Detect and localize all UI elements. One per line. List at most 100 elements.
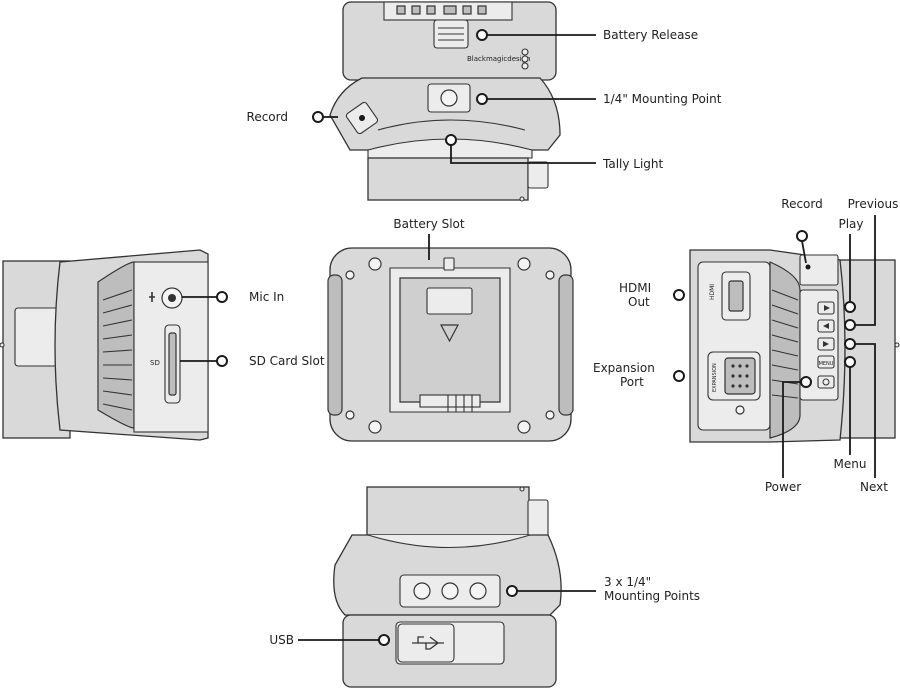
center-view: [327, 247, 574, 442]
callout-power: Power: [765, 376, 812, 494]
label-hdmi-out-line2: Out: [628, 295, 650, 309]
sd-text: SD: [150, 359, 160, 367]
right-view: HDMI EXPANSION: [689, 249, 900, 443]
brand-logo-text: Blackmagicdesign: [467, 55, 531, 63]
next-button: [817, 337, 835, 351]
top-view-screw: [519, 196, 525, 202]
callout-record-right: Record: [781, 197, 823, 264]
mounting-point-hole-1: [413, 582, 431, 600]
sd-card-opening: [168, 332, 177, 396]
center-view-screw-tl: [368, 257, 382, 271]
battery-contact-pins: [447, 395, 473, 412]
right-view-grip-ribs: [771, 289, 799, 399]
callout-sd-card-slot: SD Card Slot: [180, 354, 325, 368]
right-view-grip: [769, 261, 801, 439]
label-record-top: Record: [247, 110, 288, 124]
label-mounting-points-line1: 3 x 1/4": [604, 575, 651, 589]
callout-previous: Previous: [844, 197, 899, 331]
center-view-right-grip: [558, 274, 574, 416]
label-mounting-point: 1/4" Mounting Point: [603, 92, 722, 106]
mic-icon: [149, 292, 155, 302]
center-view-left-grip: [327, 274, 343, 416]
label-mounting-points-line2: Mounting Points: [604, 589, 700, 603]
callout-mounting-point: 1/4" Mounting Point: [476, 92, 722, 106]
callout-tally-light: Tally Light: [445, 134, 664, 171]
callout-expansion-port: Expansion Port: [593, 361, 685, 389]
tally-light-bar: [377, 119, 526, 131]
callout-battery-slot: Battery Slot: [393, 217, 465, 260]
callout-mic-in: Mic In: [182, 290, 284, 304]
bottom-view-lens-mount: [366, 486, 530, 536]
label-usb: USB: [269, 633, 294, 647]
usb-icon: [412, 636, 444, 650]
center-view-screw-tr: [517, 257, 531, 271]
center-view-corner-br: [545, 410, 555, 420]
brand-dots: [521, 48, 529, 70]
expansion-port-pins: [731, 364, 749, 388]
power-button: [817, 375, 835, 389]
top-view-lens-mount: [367, 157, 529, 201]
label-power: Power: [765, 480, 801, 494]
battery-release-button: [433, 19, 469, 49]
center-view-corner-tr: [545, 270, 555, 280]
bottom-view-screw: [519, 486, 525, 492]
left-view-edge-screw: [0, 342, 5, 348]
center-view-corner-bl: [345, 410, 355, 420]
label-expansion-port-line2: Port: [620, 375, 644, 389]
previous-button: [817, 319, 835, 333]
callout-menu: Menu: [834, 356, 867, 471]
top-view-grip: [329, 77, 561, 151]
mic-in-jack-center: [168, 294, 176, 302]
label-battery-release: Battery Release: [603, 28, 698, 42]
battery-slot-indicator: [443, 257, 455, 271]
callout-usb: USB: [269, 633, 390, 647]
top-view-vents: [396, 5, 487, 15]
left-view-grip: [97, 261, 135, 429]
label-next: Next: [860, 480, 888, 494]
battery-insert-arrow-icon: [440, 324, 459, 343]
left-view: SD: [0, 249, 209, 441]
left-view-grip-ribs: [102, 289, 133, 411]
record-button-right: [805, 264, 811, 270]
label-mic-in: Mic In: [249, 290, 284, 304]
label-sd-card-slot: SD Card Slot: [249, 354, 325, 368]
callout-play: Play: [838, 217, 864, 313]
hdmi-port-opening: [728, 280, 744, 312]
tally-light-recess: [367, 138, 533, 159]
center-view-screw-br: [517, 420, 531, 434]
top-view-side-lever: [527, 161, 549, 189]
right-view-edge-screw: [894, 342, 900, 348]
label-previous: Previous: [848, 197, 899, 211]
label-play: Play: [838, 217, 863, 231]
record-button-top: [345, 101, 379, 135]
bottom-view: [333, 486, 562, 688]
hdmi-text: HDMI: [709, 284, 716, 300]
menu-button: MENU: [817, 355, 835, 369]
expansion-text: EXPANSION: [712, 363, 718, 392]
center-view-screw-bl: [368, 420, 382, 434]
label-menu: Menu: [834, 457, 867, 471]
mounting-point-hole: [440, 89, 458, 107]
label-battery-slot: Battery Slot: [393, 217, 465, 231]
label-expansion-port-line1: Expansion: [593, 361, 655, 375]
battery-contacts: [419, 394, 481, 408]
label-hdmi-out-line1: HDMI: [619, 281, 651, 295]
play-button: [817, 301, 835, 315]
battery-latch: [426, 287, 473, 315]
callout-next: Next: [844, 338, 888, 494]
label-tally-light: Tally Light: [602, 157, 664, 171]
right-view-lens-mount: [837, 259, 896, 439]
menu-key-text: MENU: [819, 361, 834, 367]
expansion-port-screw: [735, 405, 745, 415]
top-view: Blackmagicdesign: [329, 1, 561, 202]
callout-hdmi-out: HDMI Out: [619, 281, 685, 309]
record-button-right-housing: [799, 254, 839, 286]
label-record-right: Record: [781, 197, 822, 211]
center-view-corner-tl: [345, 270, 355, 280]
mounting-point-hole-3: [469, 582, 487, 600]
callout-record-top: Record: [247, 110, 338, 124]
callout-battery-release: Battery Release: [476, 28, 698, 42]
bottom-view-curve: [367, 534, 531, 548]
